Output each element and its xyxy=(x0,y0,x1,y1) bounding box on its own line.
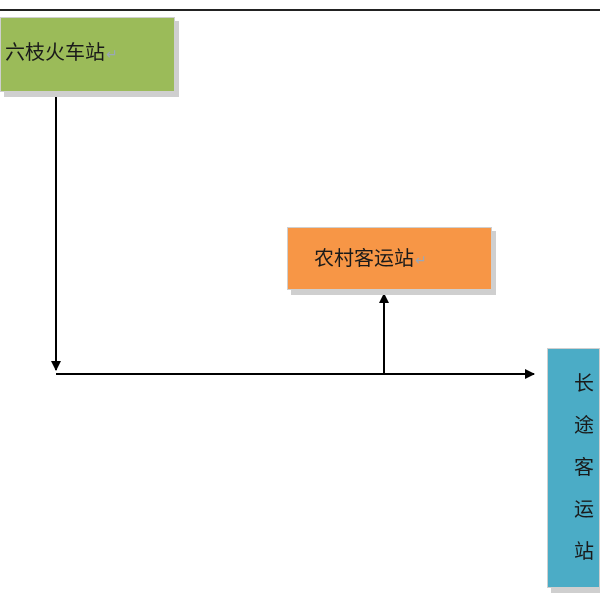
return-mark-icon: ↵ xyxy=(106,47,118,63)
liuzhi-station-node: 六枝火车站↵ xyxy=(0,17,175,92)
return-mark-icon: ↵ xyxy=(415,253,427,269)
liuzhi-box-shadow-side xyxy=(175,21,179,97)
rural-box-shadow xyxy=(291,290,496,295)
liuzhi-box-shadow xyxy=(4,92,179,97)
long-distance-label-char: 长 xyxy=(574,371,594,395)
rural-station-label: 农村客运站 xyxy=(314,246,414,270)
long-distance-label-char: 客 xyxy=(574,455,594,479)
diagram-frame xyxy=(0,9,600,600)
long-distance-box-shadow xyxy=(551,588,600,593)
rural-box-shadow-side xyxy=(492,231,496,295)
rural-station-node: 农村客运站↵ xyxy=(287,227,492,290)
long-distance-label-char: 途 xyxy=(574,413,594,437)
long-distance-label-char: 运 xyxy=(574,497,594,521)
long-distance-label-char: 站 xyxy=(574,539,594,563)
liuzhi-station-label: 六枝火车站 xyxy=(5,40,105,64)
long-distance-station-node: 长 途 客 运 站 xyxy=(547,348,600,588)
